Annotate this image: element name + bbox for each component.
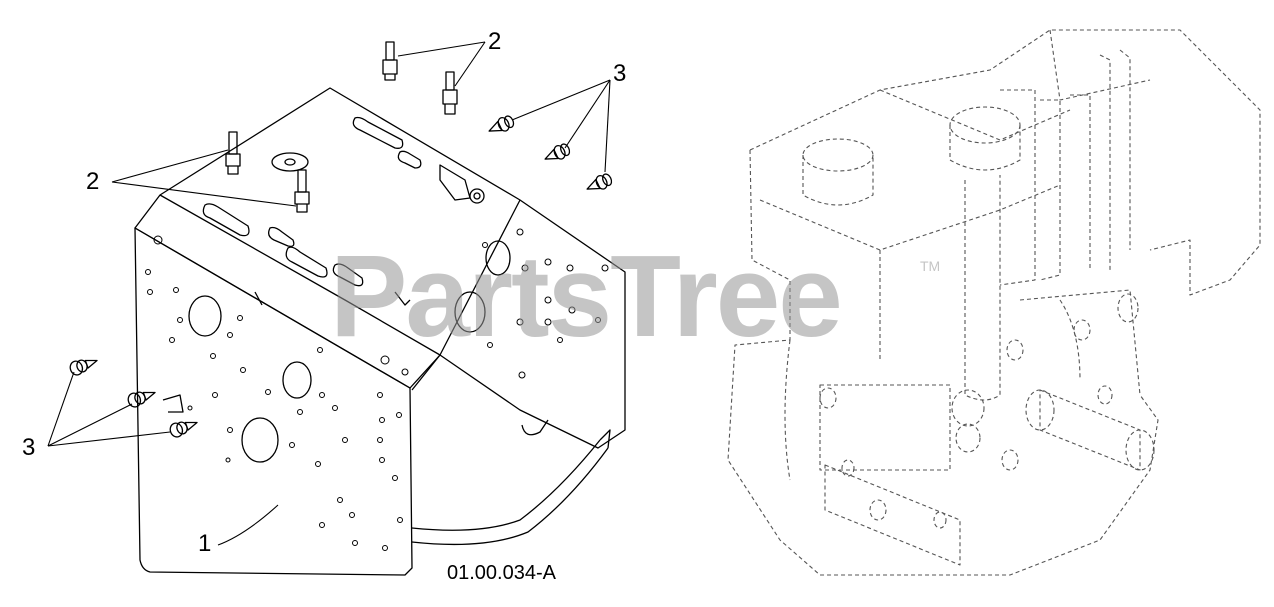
engine-mount-frame	[134, 87, 626, 576]
callout-3-top: 3	[613, 60, 627, 87]
engine-outline	[727, 29, 1261, 576]
screw-parts	[69, 115, 613, 438]
callout-2-top: 2	[488, 28, 502, 55]
callout-1: 1	[198, 530, 212, 557]
watermark-trademark: TM	[920, 258, 941, 274]
leader-lines	[47, 41, 611, 546]
figure-id: 01.00.034-A	[447, 562, 556, 584]
watermark-logo: PartsTree	[330, 231, 843, 361]
callout-3-left: 3	[22, 434, 36, 461]
callout-2-left: 2	[86, 168, 100, 195]
stud-parts	[225, 41, 458, 213]
